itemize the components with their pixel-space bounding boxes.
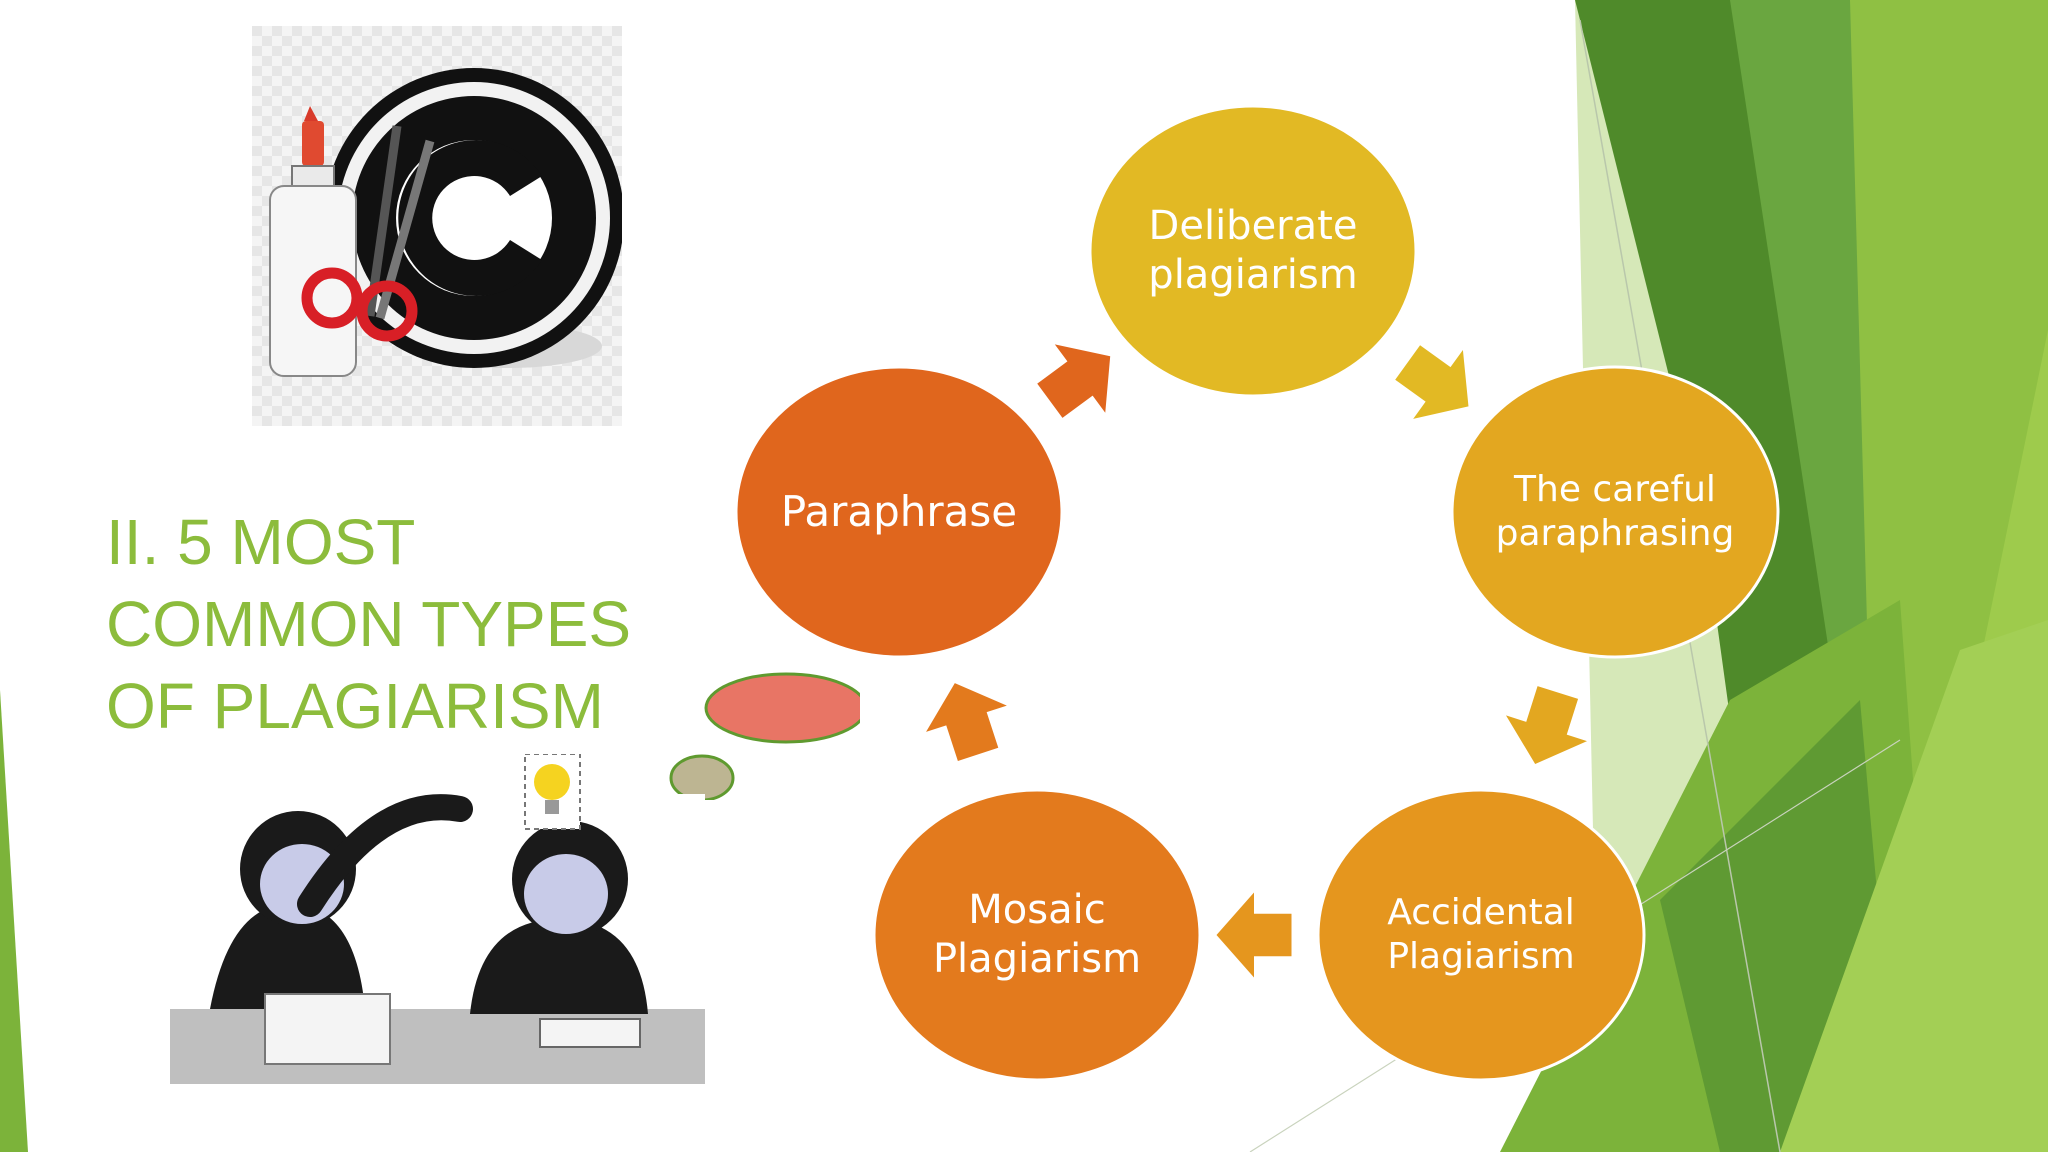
slide-title-line-1: II. 5 MOST (106, 506, 416, 578)
slide-title-line-3: OF PLAGIARISM (106, 670, 604, 742)
cycle-arrow-4 (926, 683, 1007, 761)
slide-title-line-2: COMMON TYPES (106, 588, 632, 660)
thought-bubble-large (704, 672, 860, 744)
bg-shape-lower-light (1780, 620, 2048, 1152)
cycle-node-2 (1450, 365, 1780, 659)
bg-left-edge (0, 690, 28, 1152)
cycle-arrow-3 (1216, 892, 1292, 978)
cycle-arrow-1 (1395, 345, 1469, 419)
copyright-glue-scissors-icon (252, 26, 622, 426)
cycle-node-3 (1316, 788, 1646, 1082)
cycle-arrow-5 (1037, 344, 1111, 418)
students-copying-idea-icon (170, 754, 705, 1084)
thought-bubble-small (669, 754, 735, 800)
cycle-label-paraphrase: Paraphrase (780, 487, 1018, 537)
cycle-node-1 (1088, 104, 1418, 398)
cycle-arrow-2 (1505, 686, 1588, 765)
thought-bubbles (669, 672, 860, 800)
cycle-node-4 (872, 788, 1202, 1082)
cycle-node-5 (734, 365, 1064, 659)
